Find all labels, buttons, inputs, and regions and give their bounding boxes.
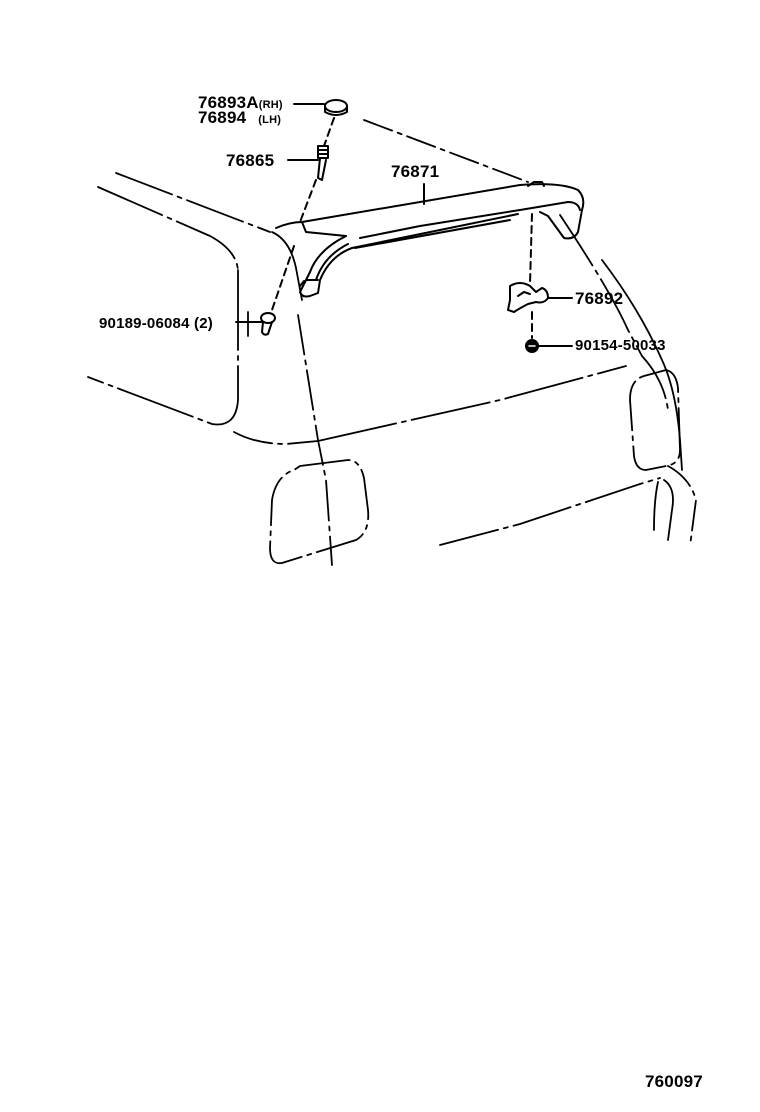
- part-number: 76865: [226, 151, 275, 170]
- screw-90154-50033: [525, 339, 539, 353]
- spoiler-76871: [275, 181, 585, 298]
- callout-90189-06084: 90189-06084 (2): [99, 316, 213, 331]
- figure-number: 760097: [645, 1072, 703, 1091]
- stud-76865: [317, 145, 329, 181]
- callout-76893A: 76893A(RH): [198, 94, 283, 111]
- side-suffix: (LH): [258, 114, 282, 126]
- part-number: 76892: [575, 289, 624, 308]
- callout-90154-50033: 90154-50033: [575, 338, 666, 353]
- bracket-76892: [507, 282, 549, 313]
- callout-76871: 76871: [391, 163, 439, 180]
- callout-76892: 76892: [575, 290, 623, 307]
- phantom-line: [363, 119, 529, 183]
- part-number: 90189-06084: [99, 315, 190, 332]
- assembly-lines: [271, 117, 533, 339]
- leader-lines: [235, 103, 573, 347]
- callout-76865: 76865: [226, 152, 274, 169]
- cap-76893A-76894: [324, 99, 348, 116]
- part-number: 76871: [391, 162, 440, 181]
- part-number: 76894: [198, 108, 247, 127]
- callout-76894: 76894 (LH): [198, 109, 281, 126]
- side-suffix: (RH): [258, 99, 283, 111]
- vehicle-body-outline: [87, 172, 697, 566]
- part-number: 76893A: [198, 93, 259, 112]
- screw-90189-06084: [260, 312, 276, 336]
- part-number: 90154-50033: [575, 337, 666, 354]
- quantity: (2): [194, 315, 213, 332]
